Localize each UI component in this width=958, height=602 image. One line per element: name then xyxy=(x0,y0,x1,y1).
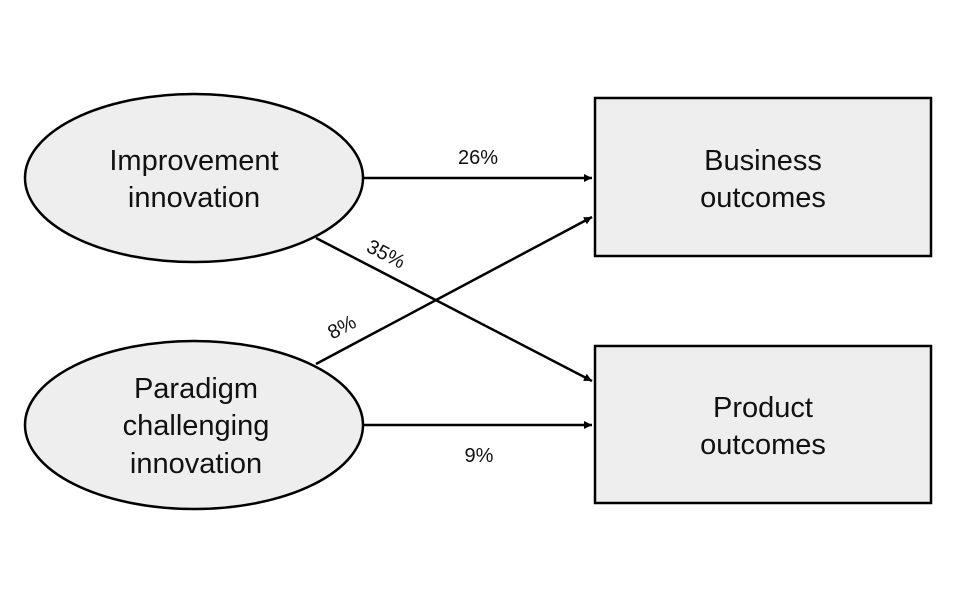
paradigm-challenging-label-line2: challenging xyxy=(123,410,270,442)
improvement-innovation-label-line1: Improvement xyxy=(109,145,278,177)
paradigm-challenging-label-line1: Paradigm xyxy=(134,373,258,405)
edge-improvement-to-product xyxy=(315,236,593,383)
edge-paradigm-to-business xyxy=(315,215,593,366)
edge-label-improvement-business: 26% xyxy=(458,147,498,169)
product-outcomes-box xyxy=(593,344,933,505)
product-outcomes-label-line2: outcomes xyxy=(700,429,826,461)
improvement-innovation-label-line2: innovation xyxy=(128,182,260,214)
node-product-outcomes: Product outcomes xyxy=(593,344,933,505)
edge-label-improvement-product: 35% xyxy=(363,236,409,274)
product-outcomes-label-line1: Product xyxy=(713,392,813,424)
paradigm-challenging-label-line3: innovation xyxy=(130,448,262,480)
business-outcomes-label-line2: outcomes xyxy=(700,182,826,214)
business-outcomes-box xyxy=(593,96,933,258)
node-paradigm-challenging-innovation: Paradigm challenging innovation xyxy=(23,339,365,511)
node-improvement-innovation: Improvement innovation xyxy=(23,92,365,264)
improvement-innovation-ellipse xyxy=(23,92,365,264)
edge-label-paradigm-business: 8% xyxy=(324,311,360,344)
business-outcomes-label-line1: Business xyxy=(704,145,822,177)
paradigm-challenging-innovation-ellipse xyxy=(23,339,365,511)
node-business-outcomes: Business outcomes xyxy=(593,96,933,258)
edge-label-paradigm-product: 9% xyxy=(465,445,494,467)
